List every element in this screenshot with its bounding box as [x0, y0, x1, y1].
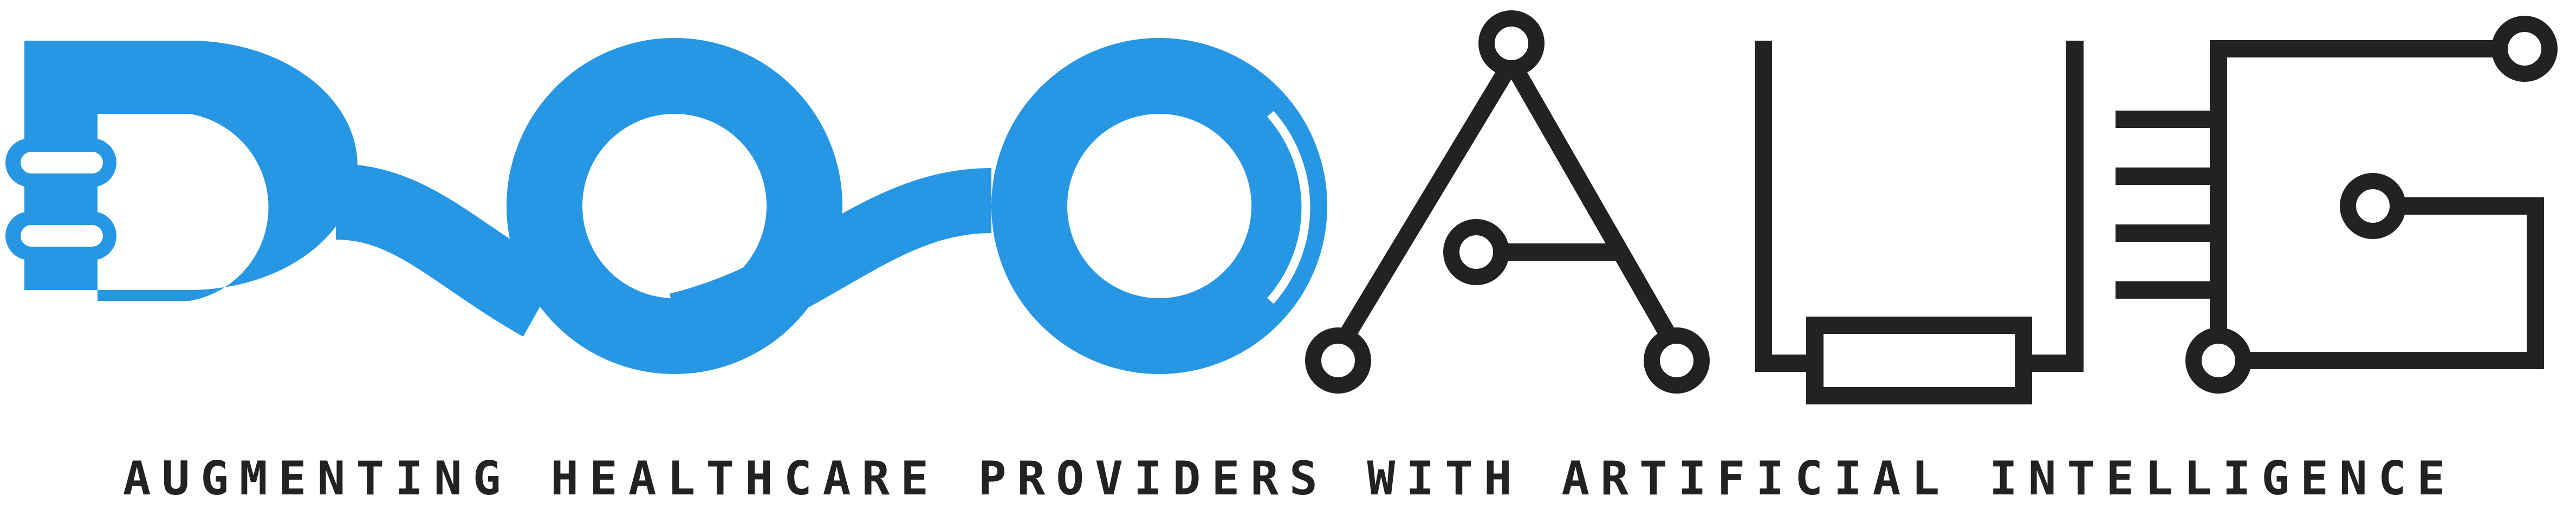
letter-o-arc-icon: [991, 38, 1327, 374]
tagline: AUGMENTING HEALTHCARE PROVIDERS WITH ART…: [122, 452, 2456, 506]
letter-o-loop-icon: [507, 38, 992, 374]
letter-g-circuit-icon: [2116, 16, 2558, 394]
letter-w-circuit-icon: [1755, 41, 2084, 404]
letter-a-circuit-icon: [1305, 10, 1710, 394]
letter-d-plug-icon: [5, 41, 561, 337]
